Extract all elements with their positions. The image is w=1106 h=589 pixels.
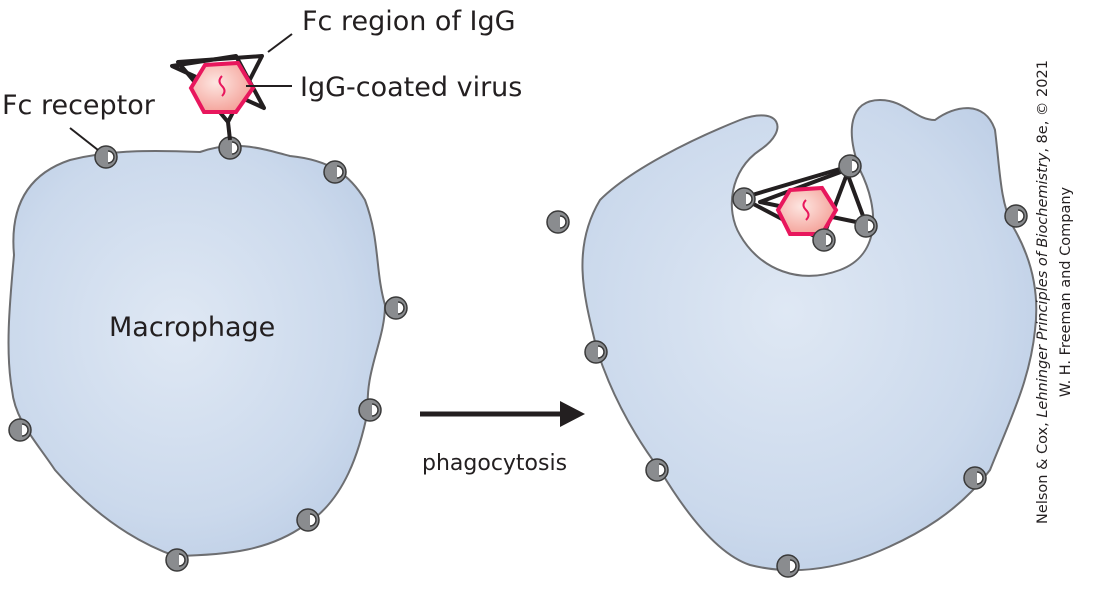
fc-receptor-icon: [838, 154, 862, 178]
phagocytosis-label: phagocytosis: [422, 451, 567, 476]
leader-line: [69, 127, 99, 151]
credit-authors: Nelson & Cox,: [1035, 417, 1051, 524]
fc-receptor-icon: [776, 554, 800, 578]
credit-edition: , 8e, © 2021: [1035, 60, 1051, 153]
fc-receptor-icon: [546, 210, 570, 234]
fc-receptor-icon: [8, 418, 32, 442]
copyright-credit: Nelson & Cox, Lehninger Principles of Bi…: [1032, 12, 1084, 572]
macrophage-label: Macrophage: [109, 312, 275, 343]
leader-line: [267, 33, 293, 53]
macrophage-cell: [7, 144, 387, 558]
credit-book: Lehninger Principles of Biochemistry: [1035, 152, 1051, 418]
fc-receptor-icon: [732, 187, 756, 211]
credit-line-1: Nelson & Cox, Lehninger Principles of Bi…: [1032, 12, 1055, 572]
fc-region-label: Fc region of IgG: [302, 6, 516, 37]
fc-receptor-icon: [165, 548, 189, 572]
fc-receptor-icon: [358, 398, 382, 422]
credit-publisher: W. H. Freeman and Company: [1058, 186, 1074, 398]
fc-receptor-icon: [218, 136, 242, 160]
fc-receptor-icon: [812, 228, 836, 252]
engulfing-macrophage-cell: [581, 98, 1038, 572]
igg-coated-virus-icon: [170, 54, 266, 141]
fc-receptor-icon: [584, 340, 608, 364]
engulfed-virus-icon: [740, 164, 868, 242]
fc-receptor-icon: [645, 458, 669, 482]
fc-receptor-icon: [296, 508, 320, 532]
fc-receptor-label: Fc receptor: [2, 90, 156, 121]
igg-coated-virus-label: IgG-coated virus: [300, 72, 522, 103]
fc-receptor-icon: [963, 466, 987, 490]
fc-receptor-icon: [1004, 204, 1028, 228]
fc-receptor-icon: [323, 160, 347, 184]
fc-receptor-icon: [384, 296, 408, 320]
process-arrow: [420, 401, 585, 427]
fc-receptor-icon: [854, 214, 878, 238]
